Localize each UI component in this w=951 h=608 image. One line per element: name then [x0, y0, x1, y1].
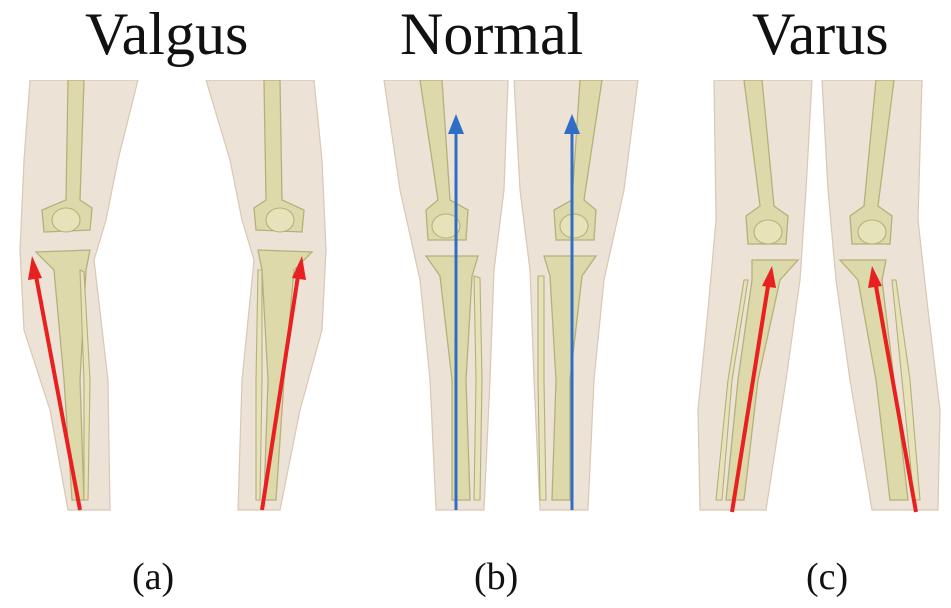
varus-legs-illustration	[686, 80, 948, 520]
caption-b: (b)	[474, 558, 518, 596]
valgus-legs-illustration	[10, 80, 340, 520]
caption-a: (a)	[132, 558, 174, 596]
normal-legs-illustration	[380, 80, 642, 520]
caption-c: (c)	[806, 558, 848, 596]
normal-title: Normal	[400, 4, 583, 64]
varus-title: Varus	[752, 4, 889, 64]
valgus-title: Valgus	[85, 4, 248, 64]
